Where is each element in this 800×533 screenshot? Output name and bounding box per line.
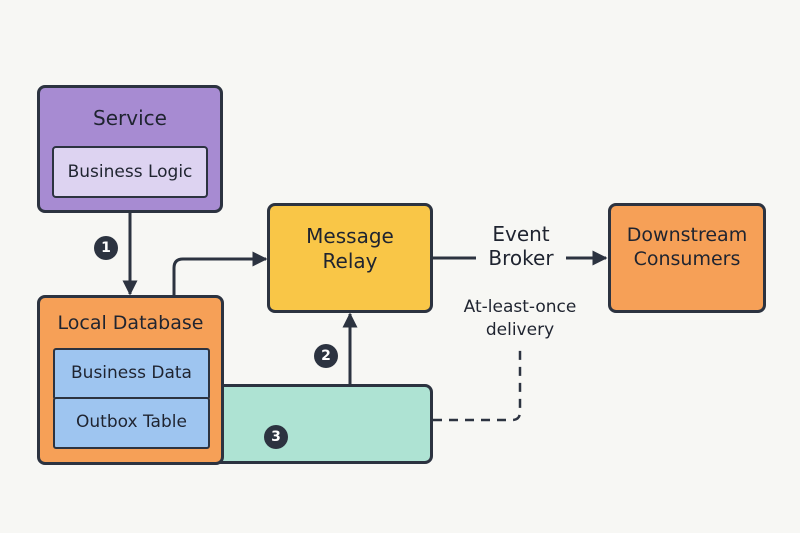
local-database-title: Local Database: [57, 312, 204, 334]
arrow-db-to-relay: [172, 251, 268, 297]
dashed-delivery-line: [433, 350, 522, 422]
event-broker-line2: Broker: [488, 246, 554, 270]
business-logic-box: Business Logic: [52, 146, 208, 198]
business-data-box: Business Data: [53, 348, 210, 400]
message-relay-line2: Relay: [322, 249, 378, 273]
delivery-line1: At-least-once: [463, 297, 577, 317]
downstream-consumers-line2: Consumers: [633, 248, 741, 270]
outbox-table-box: Outbox Table: [53, 397, 210, 449]
downstream-consumers-box: Downstream Consumers: [608, 203, 766, 313]
event-broker-line1: Event: [492, 222, 550, 246]
outbox-relay-table: [210, 384, 433, 464]
step-badge-3: 3: [264, 425, 288, 449]
downstream-consumers-line1: Downstream: [626, 224, 748, 246]
service-title: Service: [93, 106, 167, 130]
message-relay-line1: Message: [306, 224, 394, 248]
business-logic-label: Business Logic: [67, 162, 193, 182]
local-database-box: Local Database Business Data Outbox Tabl…: [37, 295, 224, 465]
delivery-line2: delivery: [485, 320, 555, 340]
outbox-table-label: Outbox Table: [76, 412, 187, 432]
step-badge-1: 1: [94, 236, 118, 260]
business-data-label: Business Data: [71, 363, 192, 383]
message-relay-box: Message Relay: [267, 203, 433, 313]
step-badge-2: 2: [314, 344, 338, 368]
service-box: Service Business Logic: [37, 85, 223, 213]
